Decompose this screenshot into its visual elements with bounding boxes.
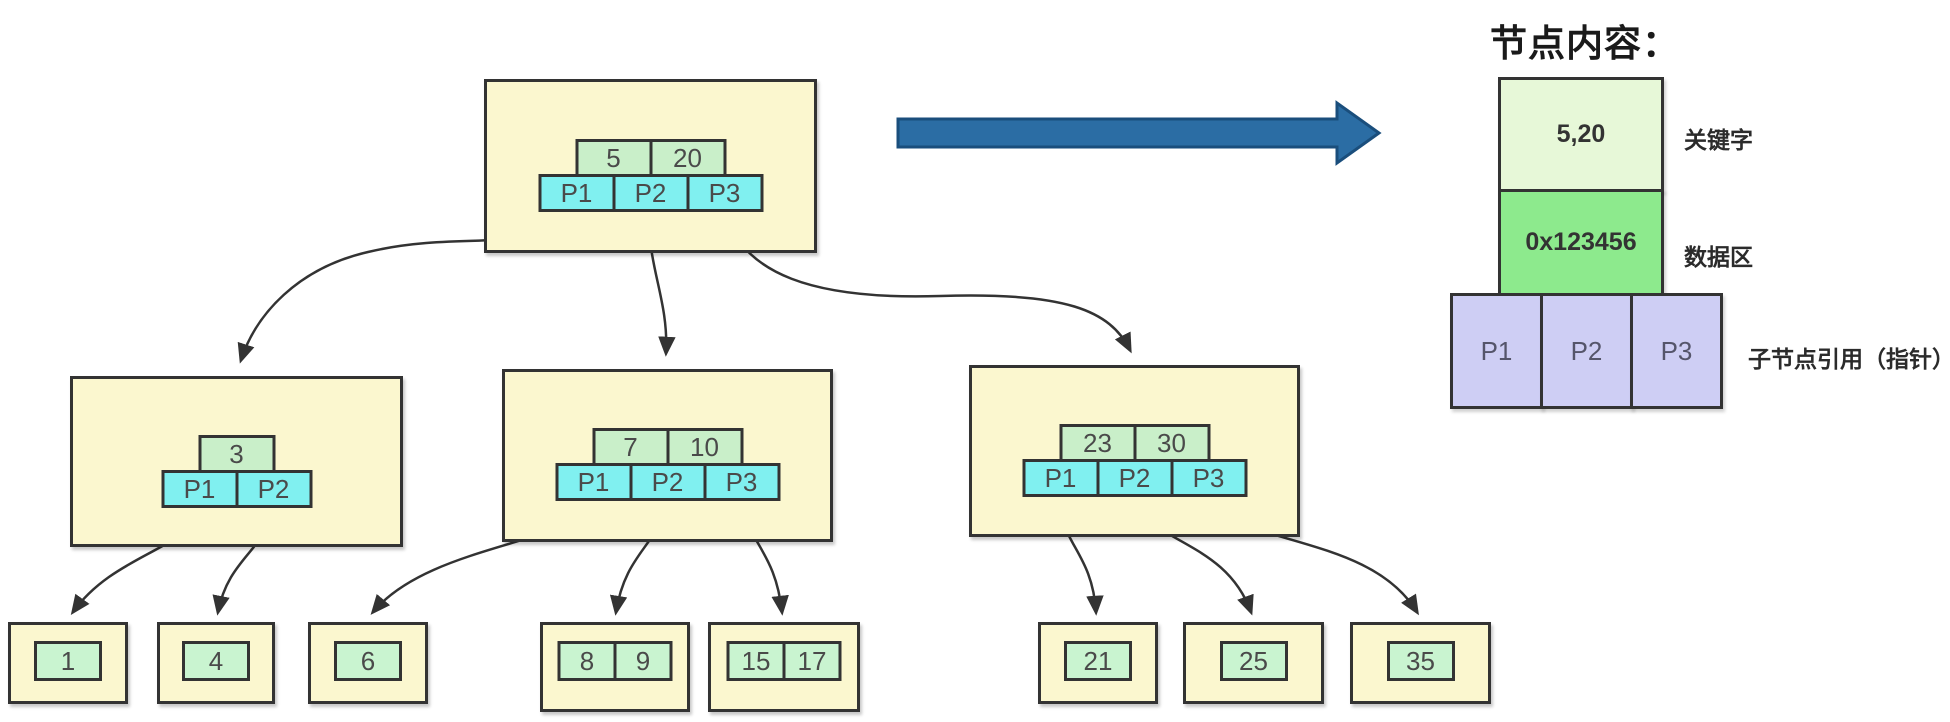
pointer-cell: P2 (629, 463, 706, 501)
key-cell: 20 (649, 139, 726, 177)
pointer-cell: P3 (686, 174, 763, 212)
leaf-key-cell: 9 (613, 641, 673, 681)
root-node: 5 20 P1 P2 P3 (484, 79, 817, 253)
leaf-key-cell: 17 (782, 641, 842, 681)
pointer-cell: P1 (1022, 459, 1099, 497)
pointers-row: P1 P2 (161, 470, 312, 508)
leaf-keys-row: 8 9 (557, 641, 673, 681)
leaf-node: 25 (1183, 622, 1324, 704)
pointer-cell: P3 (703, 463, 780, 501)
pointer-cell: P1 (538, 174, 615, 212)
leaf-node: 4 (157, 622, 275, 704)
legend-pointer-label: 子节点引用（指针） (1748, 346, 1950, 372)
key-cell: 23 (1059, 424, 1136, 462)
legend-pointer-cell: P2 (1540, 293, 1633, 409)
legend-title: 节点内容： (1490, 23, 1680, 64)
leaf-key-cell: 25 (1219, 641, 1288, 681)
key-cell: 7 (592, 428, 669, 466)
leaf-keys-row: 35 (1386, 641, 1455, 681)
leaf-node: 21 (1038, 622, 1158, 704)
key-cell: 5 (575, 139, 652, 177)
legend-key-box: 5,20 (1498, 77, 1664, 192)
leaf-keys-row: 6 (334, 641, 402, 681)
pointer-cell: P2 (1096, 459, 1173, 497)
key-cell: 10 (666, 428, 743, 466)
leaf-node: 35 (1350, 622, 1491, 704)
leaf-keys-row: 1 (34, 641, 102, 681)
leaf-keys-row: 25 (1219, 641, 1288, 681)
pointer-cell: P1 (161, 470, 238, 508)
keys-row: 3 (198, 435, 275, 473)
leaf-key-cell: 4 (182, 641, 250, 681)
leaf-node: 6 (308, 622, 428, 704)
keys-row: 23 30 (1059, 424, 1210, 462)
internal-node-left: 3 P1 P2 (70, 376, 403, 547)
pointer-cell: P2 (612, 174, 689, 212)
leaf-key-cell: 6 (334, 641, 402, 681)
leaf-key-cell: 8 (557, 641, 617, 681)
leaf-key-cell: 15 (726, 641, 786, 681)
pointer-cell: P1 (555, 463, 632, 501)
leaf-keys-row: 4 (182, 641, 250, 681)
pointer-cell: P2 (235, 470, 312, 508)
key-cell: 30 (1133, 424, 1210, 462)
big-right-arrow-icon (896, 100, 1382, 166)
legend-pointer-cell: P1 (1450, 293, 1543, 409)
internal-node-middle: 7 10 P1 P2 P3 (502, 369, 833, 542)
legend-key-label: 关键字 (1684, 127, 1753, 153)
leaf-key-cell: 1 (34, 641, 102, 681)
internal-node-right: 23 30 P1 P2 P3 (969, 365, 1300, 537)
leaf-key-cell: 35 (1386, 641, 1455, 681)
leaf-node: 1 (8, 622, 128, 704)
pointers-row: P1 P2 P3 (555, 463, 780, 501)
root-keys-row: 5 20 (575, 139, 726, 177)
legend-data-label: 数据区 (1684, 244, 1753, 270)
legend-pointer-cell: P3 (1630, 293, 1723, 409)
leaf-keys-row: 15 17 (726, 641, 842, 681)
pointer-cell: P3 (1170, 459, 1247, 497)
leaf-node: 15 17 (708, 622, 860, 712)
legend-data-box: 0x123456 (1498, 189, 1664, 296)
leaf-node: 8 9 (540, 622, 690, 712)
keys-row: 7 10 (592, 428, 743, 466)
leaf-keys-row: 21 (1064, 641, 1132, 681)
key-cell: 3 (198, 435, 275, 473)
leaf-key-cell: 21 (1064, 641, 1132, 681)
root-pointers-row: P1 P2 P3 (538, 174, 763, 212)
legend-pointer-row: P1 P2 P3 (1450, 293, 1723, 409)
pointers-row: P1 P2 P3 (1022, 459, 1247, 497)
